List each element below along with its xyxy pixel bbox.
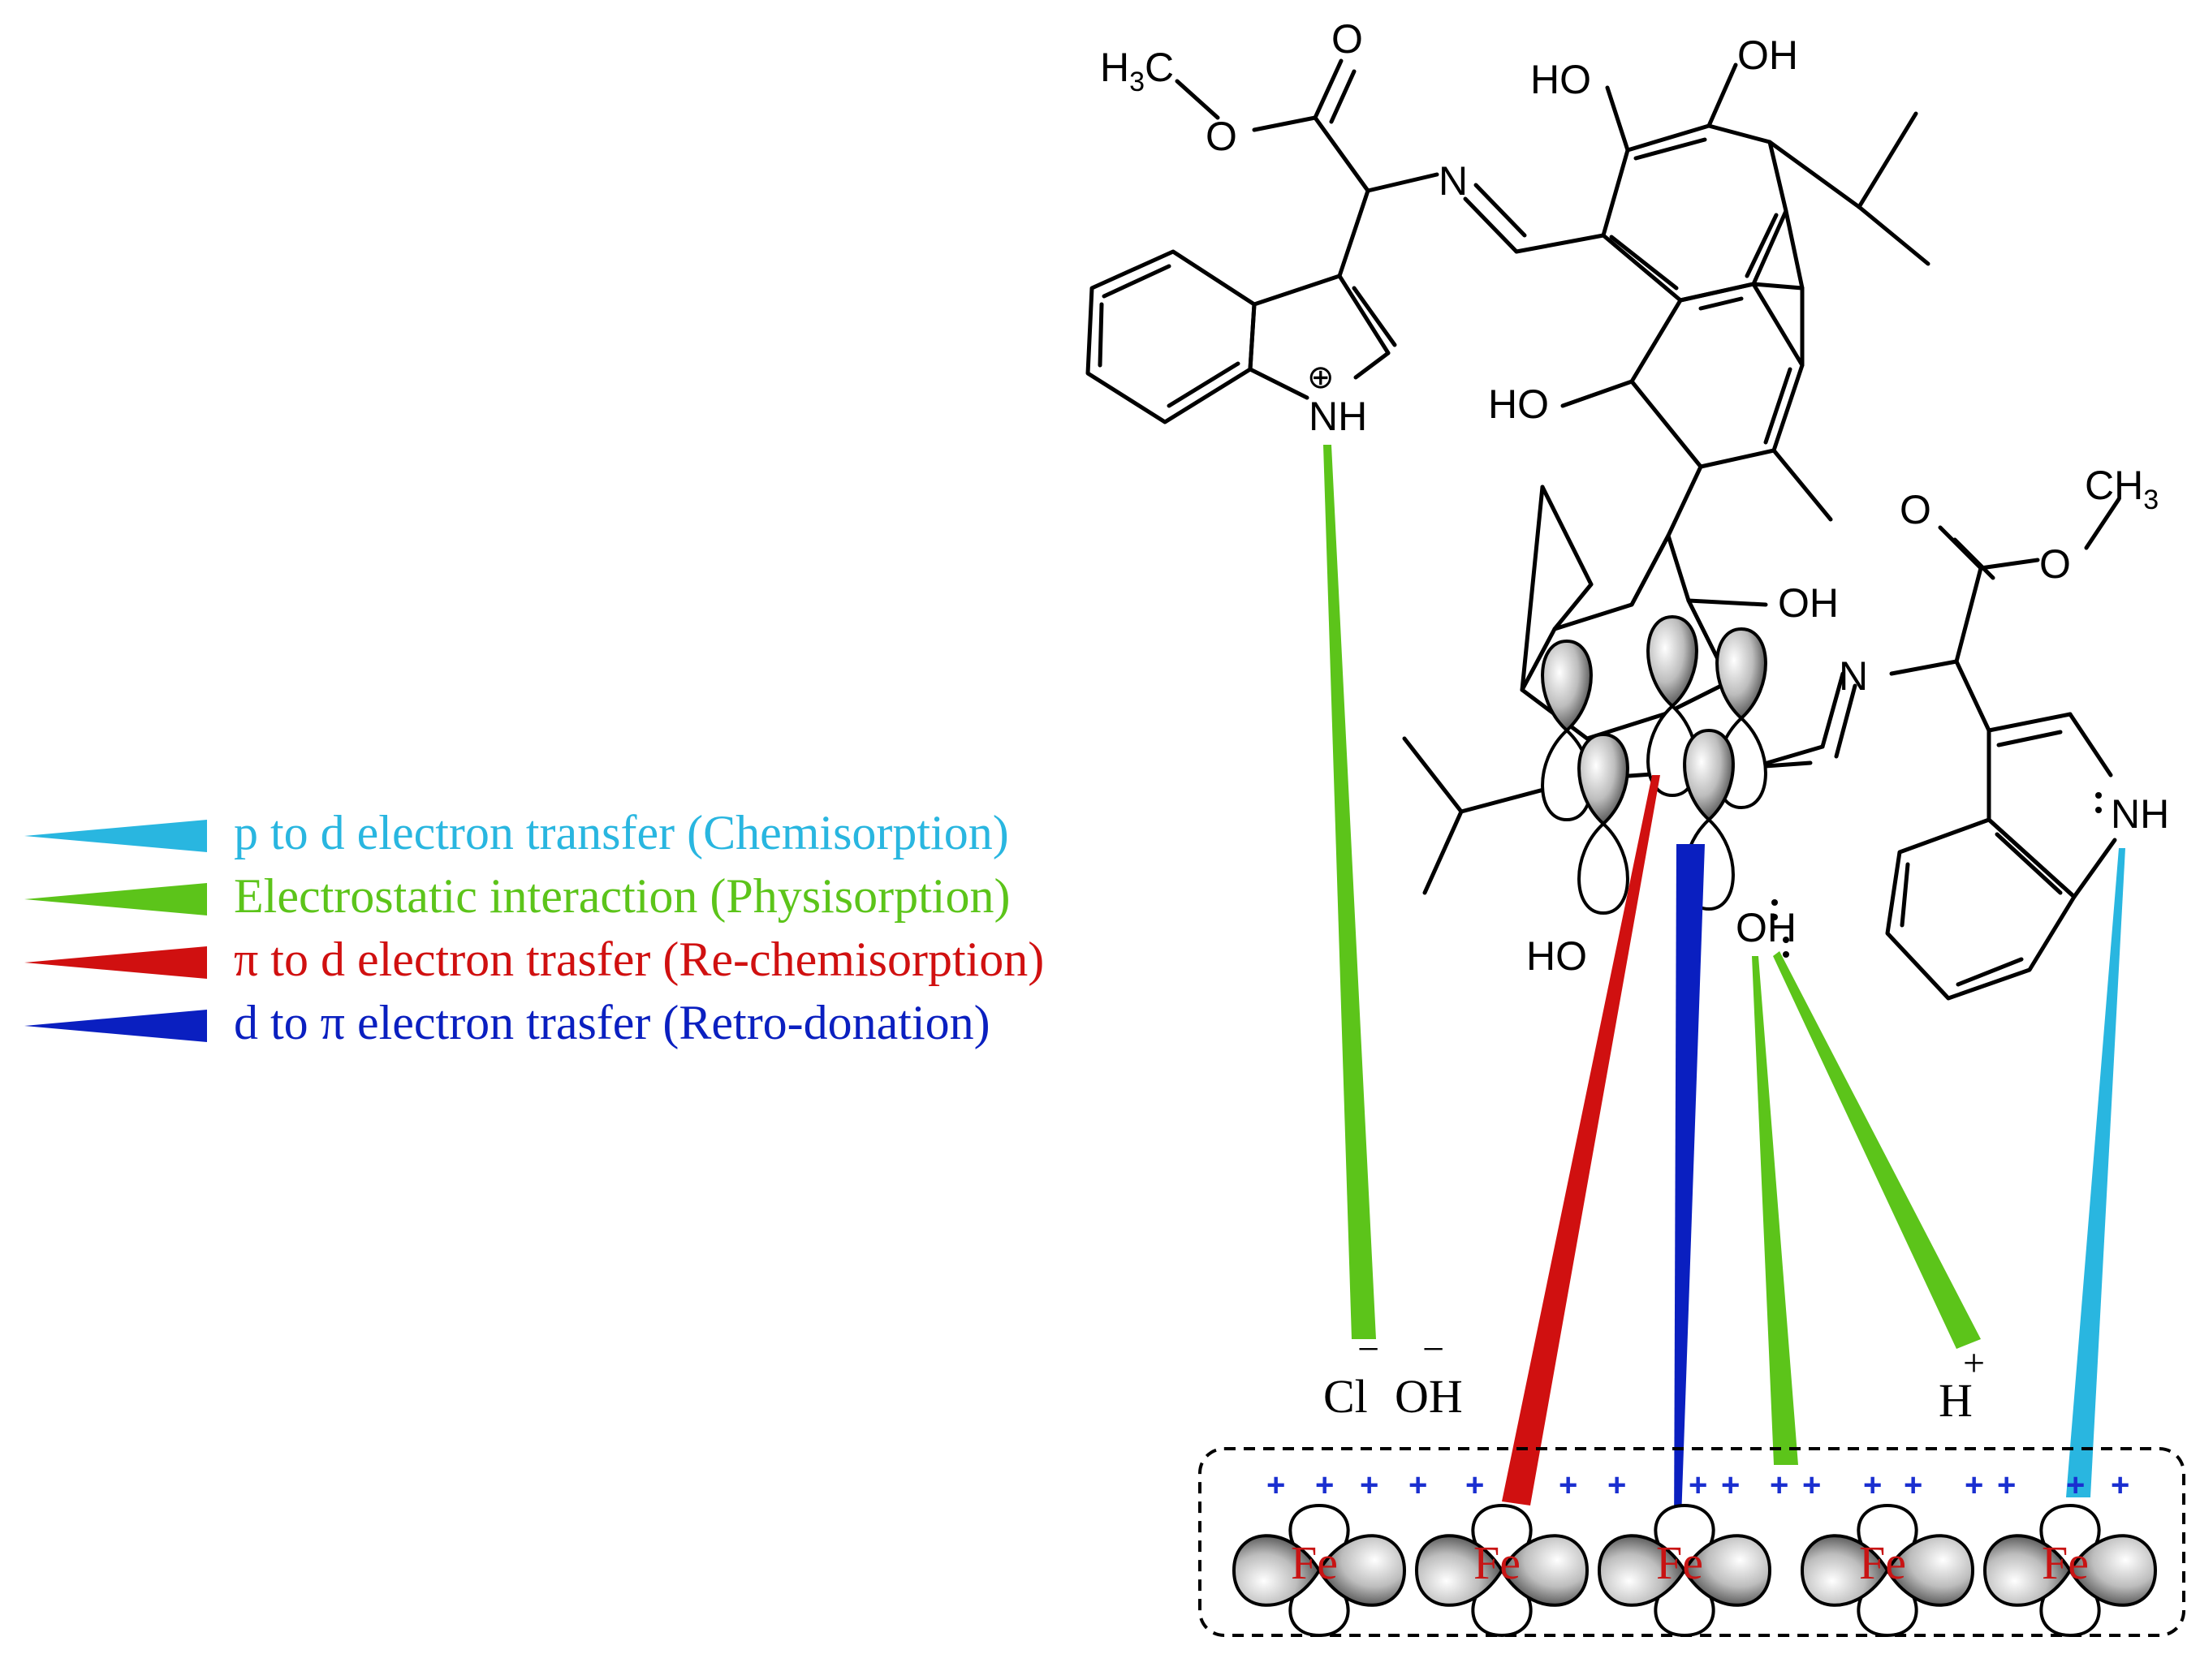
surface-plus-sign: + bbox=[1904, 1467, 1922, 1503]
surface-plus-sign: + bbox=[2066, 1467, 2085, 1503]
atom-o-carbonyl-right: O bbox=[1900, 487, 1931, 532]
atom-oh-4: OH bbox=[1778, 580, 1839, 626]
surface-plus-sign: + bbox=[1360, 1467, 1378, 1503]
legend-wedge-cyan bbox=[24, 820, 207, 852]
surface-plus-sign: + bbox=[1465, 1467, 1484, 1503]
atom-o-ester: O bbox=[1206, 114, 1237, 159]
ion-h-charge: + bbox=[1963, 1342, 1985, 1385]
atom-oh-3: HO bbox=[1488, 381, 1549, 427]
ion-cl: Cl bbox=[1323, 1370, 1368, 1423]
surface-plus-sign: + bbox=[1863, 1467, 1882, 1503]
legend-label: Electrostatic interaction (Physisorption… bbox=[234, 869, 1011, 923]
atom-nh-right: NH bbox=[2111, 791, 2169, 837]
wedge-blue-fe-pi bbox=[1674, 844, 1705, 1542]
fe-atoms: Fe Fe Fe Fe Fe bbox=[1232, 1503, 2158, 1638]
surface-charges: + + + + + + + + + + + + + + + + + bbox=[1266, 1467, 2129, 1503]
surface-plus-sign: + bbox=[1997, 1467, 2016, 1503]
surface-plus-sign: + bbox=[1802, 1467, 1821, 1503]
fe-label: Fe bbox=[1473, 1536, 1521, 1589]
surface-plus-sign: + bbox=[1559, 1467, 1577, 1503]
wedge-green-oh-fe bbox=[1752, 956, 1798, 1465]
ion-h: H bbox=[1939, 1374, 1973, 1427]
plus-charge-icon: ⊕ bbox=[1307, 360, 1335, 395]
fe-atom: Fe bbox=[1597, 1503, 1772, 1638]
atom-nh-plus: NH bbox=[1309, 394, 1367, 439]
ions: Cl − OH − H + bbox=[1323, 1328, 1985, 1427]
atom-oh-bottom-right: OH bbox=[1736, 905, 1797, 950]
atom-oh-bottom-left: HO bbox=[1526, 933, 1587, 979]
fe-label: Fe bbox=[1291, 1536, 1338, 1589]
legend-wedge-green bbox=[24, 883, 207, 915]
legend-label: p to d electron transfer (Chemisorption) bbox=[234, 806, 1009, 859]
fe-label: Fe bbox=[1859, 1536, 1906, 1589]
p-orbitals bbox=[1541, 614, 1767, 915]
surface-plus-sign: + bbox=[1408, 1467, 1427, 1503]
surface-plus-sign: + bbox=[1315, 1467, 1334, 1503]
legend-label: π to d electron trasfer (Re-chemisorptio… bbox=[234, 933, 1045, 986]
ion-oh: OH bbox=[1395, 1370, 1463, 1423]
atom-ch3-right: CH3 bbox=[2085, 463, 2159, 515]
atom-h3c: H3C bbox=[1100, 45, 1174, 97]
ion-cl-charge: − bbox=[1357, 1328, 1379, 1371]
fe-atom: Fe bbox=[1800, 1503, 1975, 1638]
legend-wedge-blue bbox=[24, 1010, 207, 1042]
atom-n-imine-right: N bbox=[1839, 653, 1868, 699]
atom-labels: H3C O O N HO OH HO OH NH ⊕ O O CH3 N NH … bbox=[1100, 16, 2169, 979]
fe-label: Fe bbox=[2042, 1536, 2089, 1589]
lone-pair-dots bbox=[1771, 792, 2102, 958]
atom-oh-2: OH bbox=[1737, 32, 1798, 78]
atom-o-ester-right: O bbox=[2039, 541, 2071, 587]
fe-atom: Fe bbox=[1414, 1503, 1590, 1638]
wedge-green-oh-h bbox=[1773, 951, 1981, 1349]
legend-label: d to π electron trasfer (Retro-donation) bbox=[234, 996, 990, 1049]
ion-oh-charge: − bbox=[1422, 1328, 1444, 1371]
surface-plus-sign: + bbox=[1689, 1467, 1707, 1503]
atom-n-imine: N bbox=[1439, 158, 1468, 204]
atom-o-carbonyl: O bbox=[1331, 16, 1363, 62]
wedge-cyan-nh-fe bbox=[2066, 848, 2125, 1497]
fe-atom: Fe bbox=[1232, 1503, 1407, 1638]
surface-plus-sign: + bbox=[1721, 1467, 1740, 1503]
surface-plus-sign: + bbox=[1770, 1467, 1788, 1503]
fe-label: Fe bbox=[1656, 1536, 1703, 1589]
interaction-wedges bbox=[1323, 445, 2125, 1542]
surface-plus-sign: + bbox=[1266, 1467, 1285, 1503]
wedge-green-nh-cl bbox=[1323, 445, 1376, 1339]
fe-atom: Fe bbox=[1982, 1503, 2158, 1638]
surface-plus-sign: + bbox=[2111, 1467, 2129, 1503]
atom-oh-1: HO bbox=[1530, 57, 1591, 102]
legend-wedge-red bbox=[24, 946, 207, 979]
wedge-red-pi-fe bbox=[1502, 775, 1660, 1506]
surface-plus-sign: + bbox=[1607, 1467, 1626, 1503]
surface-plus-sign: + bbox=[1965, 1467, 1983, 1503]
